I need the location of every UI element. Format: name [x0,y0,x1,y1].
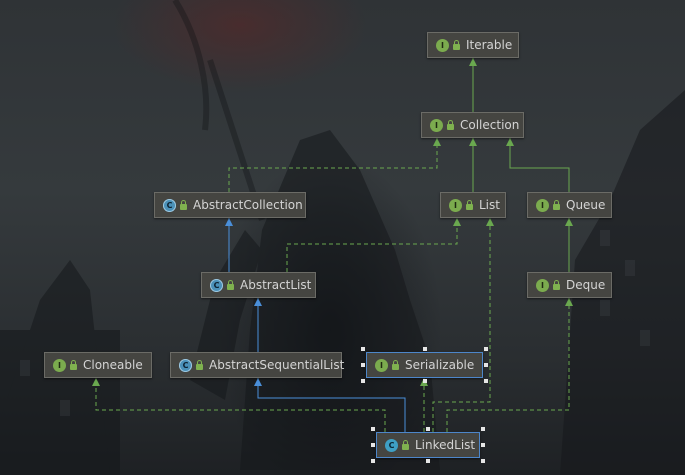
edge-linkedlist-to-list [432,218,494,432]
public-access-icon [402,439,409,450]
edge-abstractlist-to-abstractcollection [225,218,233,272]
public-access-icon [447,119,454,130]
arrowhead [469,138,477,146]
interface-icon: I [536,278,549,292]
arrowhead [254,378,262,386]
public-access-icon [392,359,399,370]
node-list[interactable]: I List [440,192,506,218]
edge-abstractlist-to-list [286,218,461,272]
interface-icon: I [449,198,462,212]
node-label: List [479,198,500,212]
edge-linkedlist-to-cloneable [92,378,386,432]
node-queue[interactable]: I Queue [527,192,612,218]
resize-handle[interactable] [422,347,427,351]
edge-deque-to-queue [565,218,573,272]
resize-handle[interactable] [484,363,488,367]
node-abstract-list[interactable]: C AbstractList [201,272,316,298]
arrowhead [92,378,100,386]
edge-list-to-collection [469,138,477,192]
class-icon: C [210,278,223,292]
interface-icon: I [536,198,549,212]
interface-icon: I [375,358,388,372]
node-label: Cloneable [83,358,143,372]
resize-handle[interactable] [426,427,430,431]
arrowhead [225,218,233,226]
resize-handle[interactable] [361,363,365,367]
resize-handle[interactable] [481,459,485,463]
arrowhead [486,218,494,226]
edge-abstractcollection-to-collection [228,138,441,192]
resize-handle[interactable] [361,347,365,351]
node-abstract-collection[interactable]: C AbstractCollection [154,192,306,218]
edge-queue-to-collection [506,138,570,192]
edge-abstractsequentiallist-to-abstractlist [254,298,262,352]
arrowhead [469,58,477,66]
node-cloneable[interactable]: I Cloneable [44,352,152,378]
public-access-icon [553,199,560,210]
arrowhead [565,298,573,306]
resize-handle[interactable] [422,379,427,383]
node-label: LinkedList [415,438,476,452]
node-abstract-sequential-list[interactable]: C AbstractSequentialList [170,352,345,378]
public-access-icon [466,199,473,210]
public-access-icon [453,39,460,50]
node-label: Deque [566,278,606,292]
resize-handle[interactable] [481,427,485,431]
node-label: AbstractList [240,278,312,292]
resize-handle[interactable] [371,443,375,447]
node-label: AbstractCollection [193,198,303,212]
resize-handle[interactable] [371,427,375,431]
public-access-icon [553,279,560,290]
resize-handle[interactable] [361,379,365,383]
node-label: Queue [566,198,606,212]
node-label: Collection [460,118,520,132]
node-linked-list[interactable]: C LinkedList [376,432,480,458]
interface-icon: I [53,358,66,372]
interface-icon: I [430,118,443,132]
edge-linkedlist-to-deque [446,298,573,432]
node-label: AbstractSequentialList [209,358,345,372]
resize-handle[interactable] [484,347,488,351]
edge-linkedlist-to-serializable [420,378,428,432]
node-collection[interactable]: I Collection [421,112,524,138]
arrowhead [506,138,514,146]
public-access-icon [180,199,187,210]
arrowhead [254,298,262,306]
edge-collection-to-iterable [469,58,477,112]
arrowhead [565,218,573,226]
public-access-icon [196,359,203,370]
resize-handle[interactable] [484,379,488,383]
class-icon: C [163,198,176,212]
interface-icon: I [436,38,449,52]
arrowhead [433,138,441,146]
edge-linkedlist-to-abstractsequentiallist [254,378,406,432]
public-access-icon [227,279,234,290]
node-deque[interactable]: I Deque [527,272,612,298]
arrowhead [453,218,461,226]
public-access-icon [70,359,77,370]
node-label: Iterable [466,38,513,52]
class-icon: C [385,438,398,452]
node-label: Serializable [405,358,475,372]
resize-handle[interactable] [426,459,430,463]
node-iterable[interactable]: I Iterable [427,32,519,58]
node-serializable[interactable]: I Serializable [366,352,483,378]
resize-handle[interactable] [371,459,375,463]
class-icon: C [179,358,192,372]
resize-handle[interactable] [481,443,485,447]
